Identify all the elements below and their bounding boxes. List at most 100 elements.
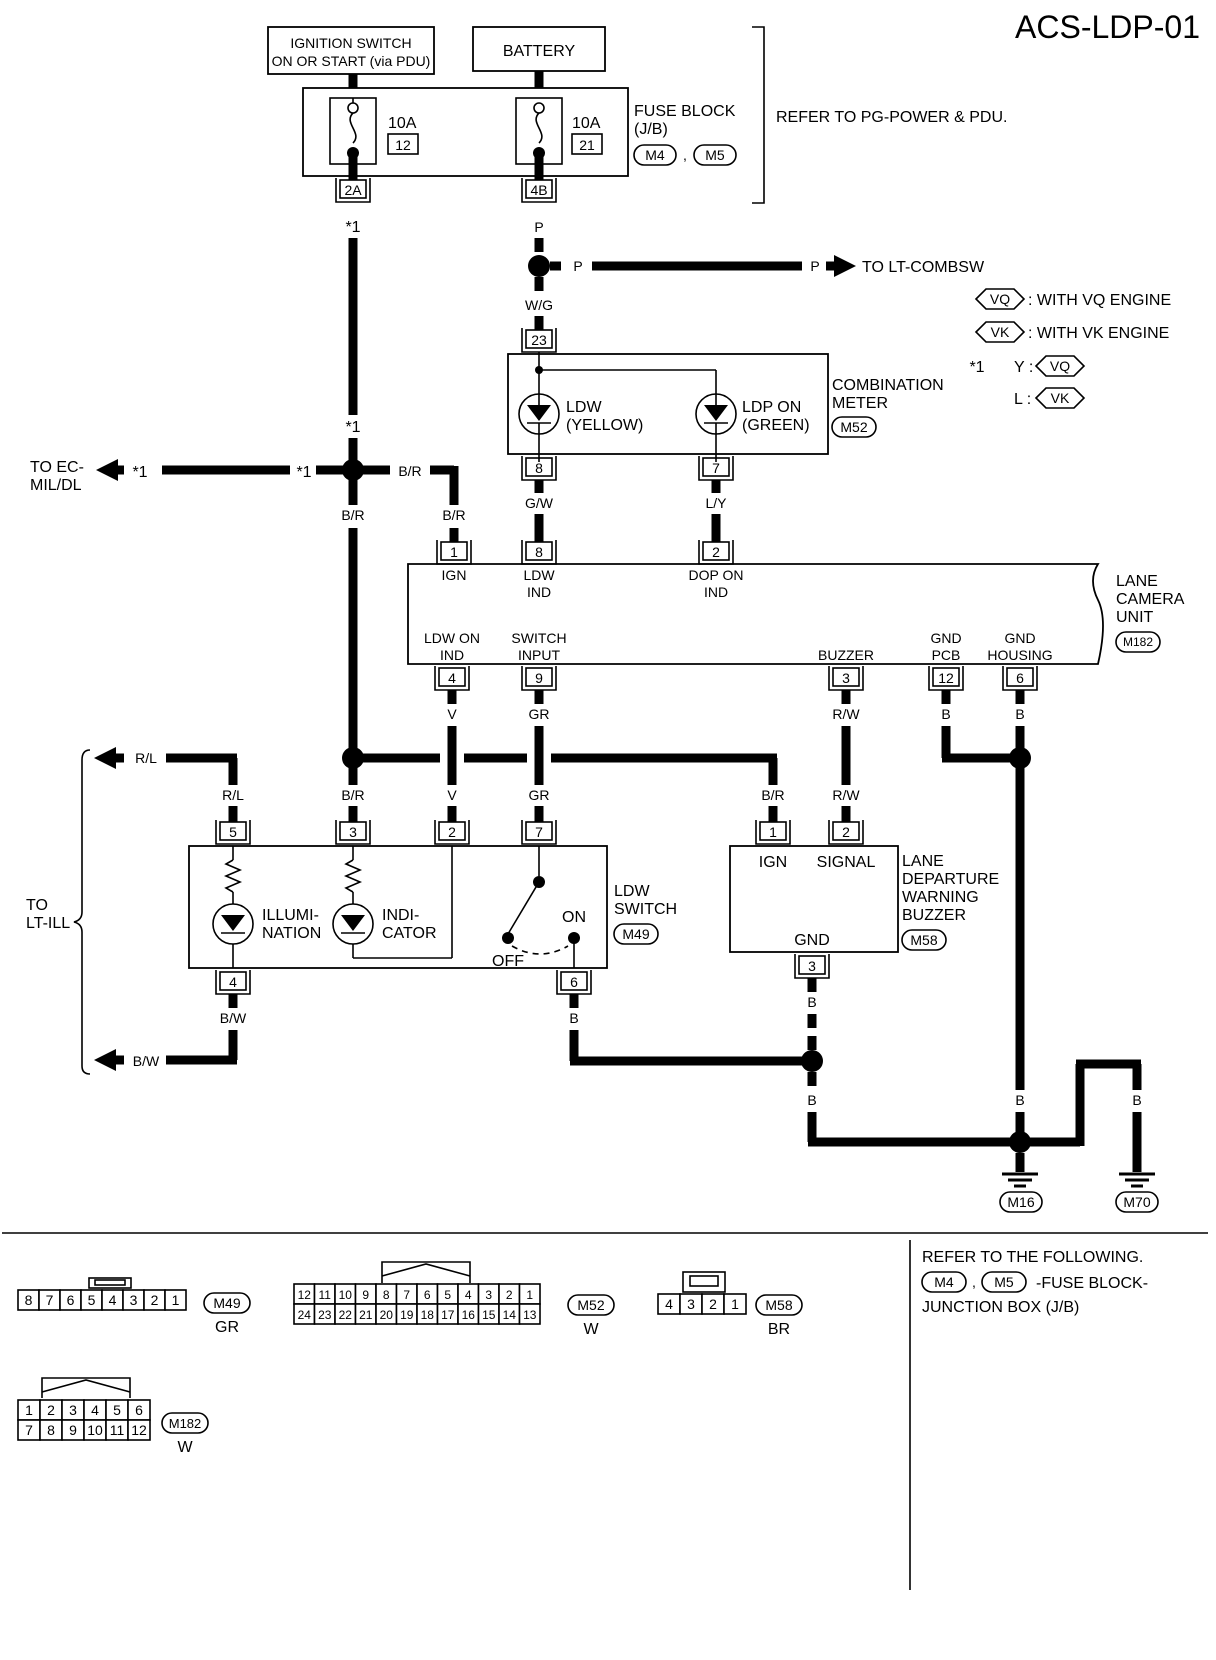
svg-text:JUNCTION BOX (J/B): JUNCTION BOX (J/B) [922,1299,1079,1316]
connector-pin-number: 3 [485,1288,492,1302]
svg-text:M49: M49 [213,1295,240,1311]
svg-text:-FUSE BLOCK-: -FUSE BLOCK- [1036,1275,1148,1292]
svg-text:OFF: OFF [492,953,524,970]
fuse1-number: 12 [395,137,411,153]
connector-pin-number: 24 [298,1308,312,1322]
svg-text:R/L: R/L [222,787,244,803]
svg-text:: WITH VQ ENGINE: : WITH VQ ENGINE [1028,292,1171,309]
svg-text:R/W: R/W [832,706,860,722]
svg-text:M58: M58 [910,932,937,948]
svg-text:SWITCH: SWITCH [511,630,566,646]
svg-text:R/L: R/L [135,750,157,766]
svg-text:*1: *1 [969,359,984,376]
connector-pin-number: 8 [47,1422,55,1438]
ignition-label-line1: IGNITION SWITCH [290,35,411,51]
connector-pin-number: 9 [362,1288,369,1302]
svg-text:B/W: B/W [133,1053,160,1069]
svg-text:B: B [1015,1092,1024,1108]
connector-pin-number: 9 [69,1422,77,1438]
svg-text:8: 8 [535,460,543,476]
svg-text:W/G: W/G [525,297,553,313]
connector-pin-number: 12 [131,1422,147,1438]
fuse-block-label: FUSE BLOCK [634,103,736,120]
svg-text:L :: L : [1014,391,1031,408]
fuse-block-jb: (J/B) [634,121,668,138]
connector-pin-number: 14 [503,1308,517,1322]
svg-text:IGN: IGN [759,854,787,871]
to-ec-line1: TO EC- [30,459,84,476]
svg-text:(YELLOW): (YELLOW) [566,417,643,434]
svg-text:VK: VK [991,324,1010,340]
connector-pin-number: 1 [526,1288,533,1302]
wire-star1-mid: *1 [345,419,360,436]
lt-ill-bracket [73,749,91,1075]
connector-pin-number: 1 [172,1292,180,1308]
svg-text:B: B [807,1092,816,1108]
wire-star1-top: *1 [345,219,360,236]
connector-pin-number: 3 [687,1296,695,1312]
connector-pin-number: 22 [339,1308,353,1322]
svg-text:GND: GND [794,932,830,949]
svg-text:L/Y: L/Y [705,495,727,511]
svg-text:B: B [941,706,950,722]
svg-text:COMBINATION: COMBINATION [832,377,944,394]
svg-text:WARNING: WARNING [902,889,979,906]
fuse2-number: 21 [579,137,595,153]
diagram-title: ACS-LDP-01 [1015,9,1200,45]
connector-pin-number: 6 [135,1402,143,1418]
connector-pin-number: 2 [506,1288,513,1302]
svg-text:V: V [447,787,457,803]
svg-text:4: 4 [229,974,237,990]
svg-text:*1: *1 [132,464,147,481]
ldw-switch: 5 3 2 7 ILLUMI- NATION INDI- CATOR [188,820,677,995]
connector-pin-number: 4 [665,1296,673,1312]
svg-text:3: 3 [349,824,357,840]
svg-text:GR: GR [529,706,550,722]
svg-text:W: W [583,1321,599,1338]
svg-text:*1: *1 [296,464,311,481]
svg-text:B: B [1075,1092,1084,1108]
svg-text:IND: IND [704,584,728,600]
connector-pin-number: 2 [151,1292,159,1308]
connector-pin-number: 1 [25,1402,33,1418]
fuse1-rating: 10A [388,115,417,132]
connector-pin-number: 3 [130,1292,138,1308]
svg-text:B: B [569,1010,578,1026]
connector-pin-cell [518,1303,541,1325]
svg-text:P: P [534,219,543,235]
svg-text:2: 2 [448,824,456,840]
battery-label: BATTERY [503,43,576,60]
svg-text:23: 23 [531,332,547,348]
svg-text:REFER TO THE FOLLOWING.: REFER TO THE FOLLOWING. [922,1249,1143,1266]
svg-text:M52: M52 [840,419,867,435]
connector-pin-number: 23 [318,1308,332,1322]
to-ec-line2: MIL/DL [30,477,82,494]
svg-text:ON: ON [562,909,586,926]
connector-pin-cell [127,1419,151,1441]
svg-text:M16: M16 [1007,1194,1034,1210]
svg-text:3: 3 [808,958,816,974]
svg-text:B/R: B/R [442,507,465,523]
svg-text:M182: M182 [1123,635,1153,649]
connector-pin-number: 4 [91,1402,99,1418]
connector-pin-number: 4 [109,1292,117,1308]
svg-text:1: 1 [769,824,777,840]
svg-text:5: 5 [229,824,237,840]
connector-pin-number: 13 [523,1308,537,1322]
svg-text:INDI-: INDI- [382,907,419,924]
refer-following: REFER TO THE FOLLOWING. M4 , M5 -FUSE BL… [921,1249,1148,1316]
svg-text:GR: GR [215,1319,239,1336]
to-lt-ill-line1: TO [26,897,48,914]
svg-text:8: 8 [535,544,543,560]
svg-text:BR: BR [768,1321,790,1338]
svg-text:SWITCH: SWITCH [614,901,677,918]
svg-text:7: 7 [712,460,720,476]
svg-text:M49: M49 [622,926,649,942]
connector-pin-number: 1 [731,1296,739,1312]
svg-text:B/R: B/R [341,787,364,803]
svg-text:M4: M4 [934,1274,954,1290]
connector-pin-number: 2 [47,1402,55,1418]
svg-text:9: 9 [535,670,543,686]
